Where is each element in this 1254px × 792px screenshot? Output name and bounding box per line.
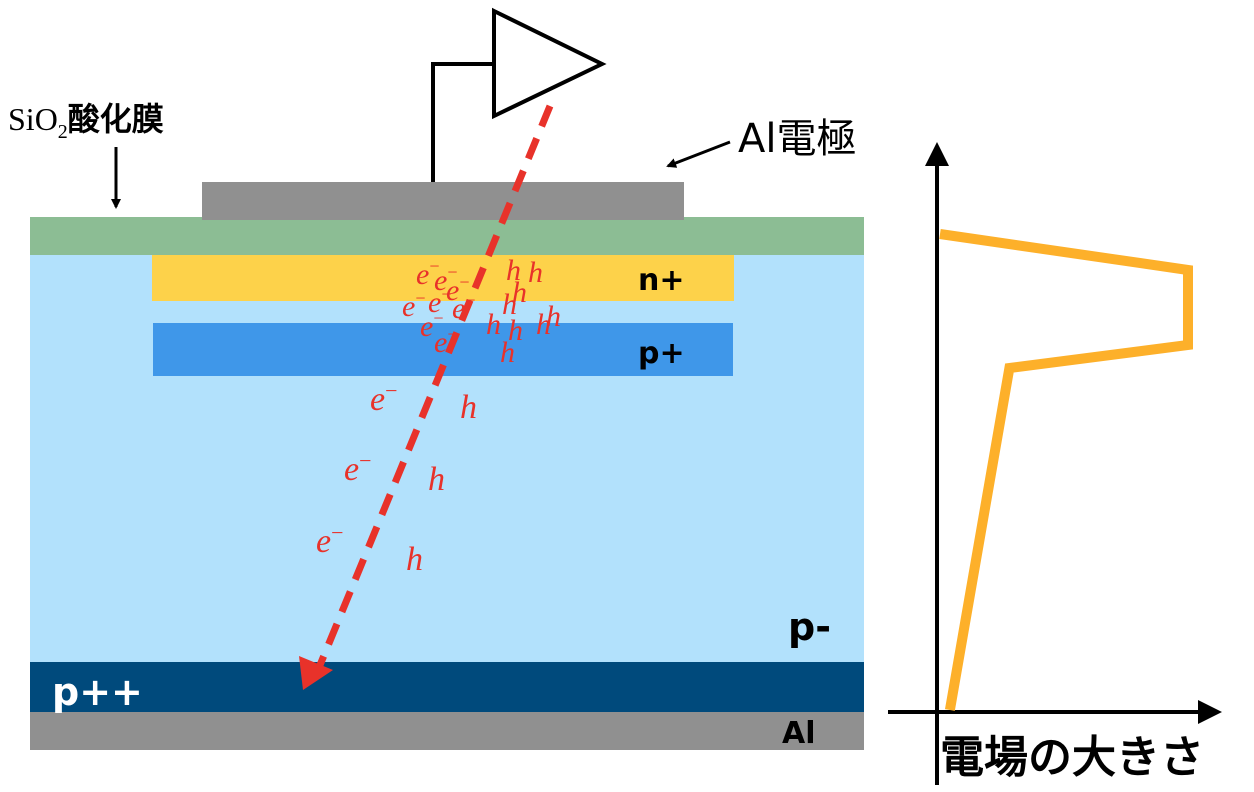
- particle-track: [314, 104, 554, 672]
- hole-label: h: [536, 308, 551, 341]
- al-electrode-top: [202, 182, 684, 220]
- hole-label: h: [428, 461, 445, 498]
- hole-label: h: [546, 300, 561, 333]
- amplifier-icon: [492, 7, 607, 120]
- electric-field-curve: [939, 229, 1193, 711]
- al-bottom-label: Al: [782, 716, 816, 751]
- hole-label: h: [508, 314, 523, 347]
- electron-label: e−: [316, 520, 344, 560]
- electron-label: e−: [446, 272, 469, 307]
- y-axis-arrowhead: [925, 142, 949, 166]
- electrode-pointer-arrow: [666, 140, 731, 168]
- electron-label: e−: [402, 288, 425, 323]
- hole-label: h: [506, 254, 521, 287]
- axis-label: 電場の大きさ: [940, 732, 1204, 783]
- electron-label: e−: [434, 324, 457, 359]
- electron-label: e−: [428, 284, 451, 319]
- electron-label: e−: [344, 448, 372, 488]
- p-plusplus-layer: [30, 662, 864, 712]
- hole-label: h: [500, 336, 515, 369]
- hole-label: h: [512, 276, 527, 309]
- electron-label: e−: [416, 256, 439, 291]
- electrode-label: Al電極: [738, 116, 856, 162]
- p-plusplus-label: p++: [52, 670, 143, 714]
- hole-label: h: [460, 389, 477, 426]
- x-axis-arrowhead: [1198, 700, 1222, 724]
- p-minus-bulk: [30, 254, 864, 662]
- oxide-label: SiO2酸化膜: [8, 100, 164, 143]
- hole-label: h: [528, 256, 543, 289]
- hole-label: h: [406, 541, 423, 578]
- electron-label: e−: [434, 262, 457, 297]
- particle-track-arrowhead: [299, 656, 333, 690]
- al-bottom-layer: [30, 712, 864, 750]
- electron-label: e−: [452, 290, 475, 325]
- n-plus-layer: [152, 255, 734, 301]
- hole-label: h: [502, 288, 517, 321]
- p-minus-label: p-: [788, 605, 831, 649]
- n-plus-label: n+: [638, 263, 685, 298]
- p-plus-label: p+: [638, 336, 685, 371]
- oxide-layer: [30, 217, 864, 255]
- hole-label: h: [486, 308, 501, 341]
- electron-label: e−: [370, 378, 398, 418]
- electron-label: e−: [420, 308, 443, 343]
- amplifier-wire: [431, 62, 494, 182]
